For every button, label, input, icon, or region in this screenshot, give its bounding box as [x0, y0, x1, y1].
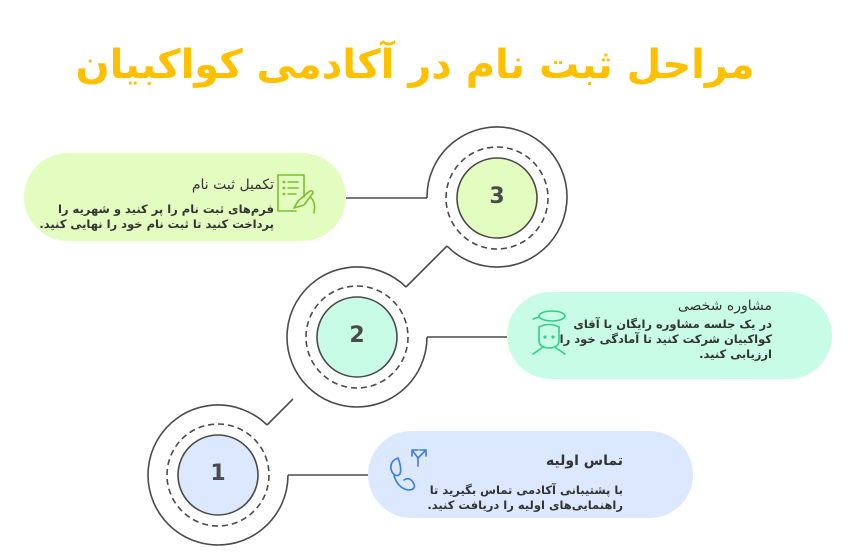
- step2-to-step1-connector: [266, 398, 294, 426]
- step3-to-step2-connector: [405, 245, 448, 288]
- step2-number: 2: [349, 323, 365, 348]
- step3-badge: [456, 157, 538, 239]
- step2-card: مشاوره شخصی در یک جلسه مشاوره رایگان با …: [507, 292, 832, 379]
- step2-heading: مشاوره شخصی: [677, 298, 772, 314]
- step1-heading: تماس اولیه: [545, 453, 623, 469]
- step3-dashed-ring: [445, 146, 549, 250]
- step1-card: تماس اولیه با پشتیبانی آکادمی تماس بگیری…: [368, 431, 693, 518]
- phone-call-icon: [390, 449, 427, 491]
- step2-description: در یک جلسه مشاوره رایگان با آقای کواکبیا…: [559, 317, 772, 361]
- step1-badge: [177, 434, 259, 516]
- page-title: مراحل ثبت نام در آکادمی کواکبیان: [75, 42, 755, 88]
- advisor-person-icon: [532, 310, 566, 355]
- step1-description: با پشتیبانی آکادمی تماس بگیرید تا راهنما…: [427, 483, 623, 512]
- step2-outer-ring: [286, 266, 428, 408]
- step2-badge: [316, 296, 398, 378]
- step1-outer-ring: [147, 404, 289, 546]
- step3-outer-ring: [426, 126, 568, 268]
- form-signing-icon: [277, 174, 316, 214]
- step3-heading: تکمیل ثبت نام: [191, 177, 274, 193]
- step3-number: 3: [489, 184, 505, 209]
- step1-dashed-ring: [166, 423, 270, 527]
- step1-number: 1: [210, 461, 226, 486]
- step2-dashed-ring: [305, 285, 409, 389]
- step3-card: تکمیل ثبت نام فرم‌های ثبت نام را پر کنید…: [24, 153, 346, 241]
- step3-description: فرم‌های ثبت نام را پر کنید و شهریه را پر…: [39, 202, 274, 231]
